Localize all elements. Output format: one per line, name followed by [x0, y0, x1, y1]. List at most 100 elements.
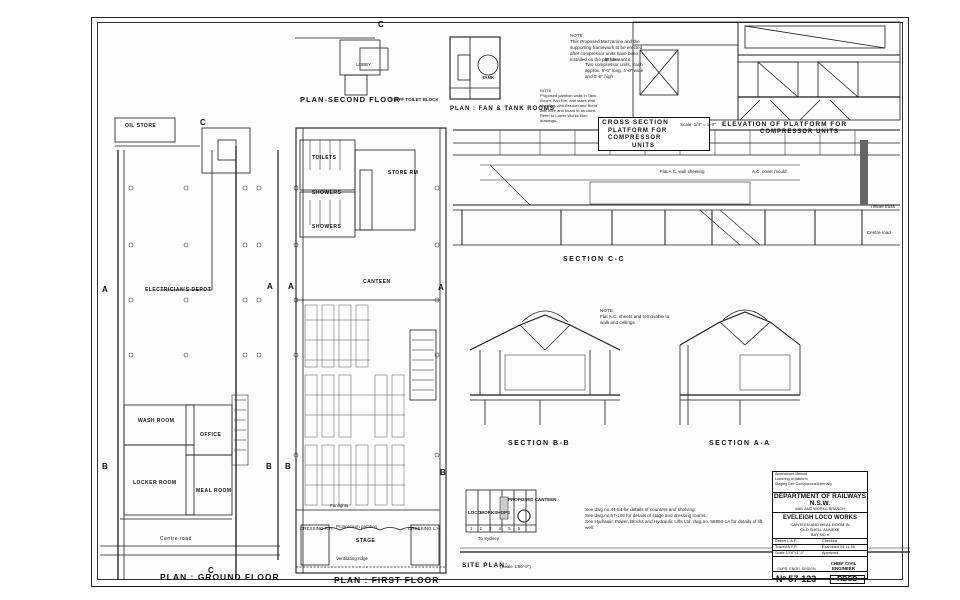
site-loco-label: LOCO [468, 510, 481, 515]
section-marker-b-first: B [285, 462, 292, 471]
plan-ground-floor-label: PLAN : GROUND FLOOR [160, 572, 280, 582]
scale-row: Scale 1/16"=1'-0" Approved [773, 551, 867, 557]
supr-engr-design: SUPR. ENGR. DESIGN [777, 567, 816, 571]
examined-date: 24-11-56 [839, 545, 855, 549]
chief-civil-engineer: CHIEF CIVIL ENGINEER [830, 561, 857, 571]
units-label: UNITS [632, 143, 655, 149]
note-compressor-units: Two compressor units, Each approx. 8'-0"… [585, 62, 644, 79]
room-tank: TANK [482, 75, 495, 80]
section-bb-lines [469, 310, 621, 425]
staff-toilet-block-label: STAFF TOILET BLOCK [390, 97, 439, 102]
ground-floor-plan-lines [100, 117, 280, 580]
scale-value: 1/16"=1'-0" [785, 551, 805, 555]
checked-label: Checked [822, 539, 837, 543]
department-name: DEPARTMENT OF RAILWAYS N.S.W. [774, 493, 866, 507]
drawing-number: Nº 57-123 [776, 574, 817, 584]
cross-section-label: CROSS SECTION [602, 119, 669, 126]
plan-fan-tank-rooms-label: PLAN : FAN & TANK ROOMS [450, 106, 555, 112]
section-marker-b-right: B [440, 468, 447, 477]
platform-for-label: PLATFORM FOR [608, 128, 668, 134]
label-flat-ac-sheeting: Flat A.C. wall sheeting [660, 169, 705, 174]
branch-name: WAY AND WORKS BRANCH [773, 507, 867, 513]
site-plan-lines [460, 489, 910, 553]
revision-table: Amendment Memos Lowering of platform Sta… [773, 472, 867, 493]
site-workshops-label: WORKSHOPS [480, 510, 511, 515]
compressor-label: COMPRESSOR [608, 135, 662, 141]
label-centre-road-ground: Centre road [160, 536, 192, 542]
note-clearance: 8" clearance [605, 57, 631, 62]
section-cc-label: SECTION C-C [563, 256, 625, 263]
traced-value: A.F.R. [787, 545, 798, 549]
site-proposed-canteen-label: PROPOSED CANTEEN [508, 497, 557, 502]
room-showers-1: SHOWERS [312, 190, 342, 196]
room-electricians-depot: ELECTRICIAN'S DEPOT [145, 287, 212, 293]
approved-label: Approved [822, 551, 839, 555]
drawn-label: Drawn [775, 539, 786, 543]
section-bb-label: SECTION B-B [508, 440, 570, 447]
drawing-inner-border [97, 22, 903, 580]
first-floor-plan-lines [293, 127, 447, 574]
description-line-3: BAY NO 6 [810, 532, 830, 537]
plan-first-floor-label: PLAN : FIRST FLOOR [334, 575, 440, 585]
room-oil-store: OIL STORE [125, 123, 157, 129]
drawing-number-row: Nº 57-123 RBCD [773, 572, 867, 586]
section-marker-a-mid: A [267, 282, 274, 291]
room-lobby: LOBBY [356, 62, 372, 67]
label-timber-truss: Timber truss [870, 204, 895, 209]
room-toilets: TOILETS [312, 155, 337, 161]
signature-row: SUPR. ENGR. DESIGN CHIEF CIVIL ENGINEER [773, 557, 867, 572]
section-aa-label: SECTION A-A [709, 440, 771, 447]
scale-label: Scale [775, 551, 785, 555]
upper-plan-lines [295, 36, 501, 100]
section-marker-c-ground: C [200, 118, 207, 127]
room-dressing-left: DRESSING R.H. [300, 526, 334, 531]
title-block: Amendment Memos Lowering of platform Sta… [772, 471, 868, 584]
elevation-platform-label: ELEVATION OF PLATFORM FOR [722, 121, 848, 128]
note-compressor-mezzanine: NOTE This Proposed Mezzanine and the sup… [570, 33, 643, 62]
note-section-ac-sheets: NOTE: Flat A.C. sheets and removable to … [600, 308, 670, 325]
revision-row: Staging Dec Conspicuous/Internally [775, 482, 832, 486]
note-partition-walls: NOTE Proposed partition walls in Tank Ro… [540, 88, 597, 123]
section-marker-c-bottom: C [208, 566, 215, 575]
description-line-1: CANTEEN AND MEAL ROOM IN [790, 522, 850, 527]
room-store-rm: STORE RM [388, 170, 419, 176]
room-office: OFFICE [200, 432, 222, 438]
room-locker-room: LOCKER ROOM [133, 480, 177, 486]
section-marker-a-right: A [438, 283, 445, 292]
section-marker-b-left: B [102, 462, 109, 471]
traced-label: Traced [775, 545, 787, 549]
label-proscenium: Proscenium partition [336, 524, 378, 529]
site-plan-label: SITE PLAN: [462, 562, 509, 569]
label-ac-cover-mould: A.C. cover mould [752, 169, 787, 174]
plan-second-floor-label: PLAN-SECOND FLOOR [300, 95, 401, 104]
section-aa-lines [679, 309, 801, 425]
room-stage: STAGE [356, 538, 376, 544]
section-marker-a-first: A [288, 282, 295, 291]
revision-row: Amendment Memos [775, 472, 808, 476]
section-marker-a-left: A [102, 285, 109, 294]
section-marker-b-mid: B [266, 462, 273, 471]
note-drawing-references: See dwg.no.44-54 for details of counters… [585, 507, 763, 530]
cross-section-scale: Scale: 1/4" = 1'-0" [680, 122, 716, 127]
traced-row: Traced A.F.R. Examined 24-11-56 [773, 545, 867, 551]
label-centre-road-section: Centre road [867, 230, 891, 235]
cross-section-platform-title-box [598, 117, 710, 151]
site-bay-number-1: 123456 [470, 526, 528, 531]
section-marker-c-top: C [378, 20, 385, 29]
room-canteen: CANTEEN [363, 279, 391, 285]
room-wash-room: WASH ROOM [138, 418, 175, 424]
label-ventilating-ridge: Ventilating ridge [336, 556, 369, 561]
compressor-platform-lines [632, 21, 901, 121]
room-showers-2: SHOWERS [312, 224, 342, 230]
revision-row: Lowering of platform [775, 477, 808, 481]
examined-label: Examined [822, 545, 839, 549]
compressor-units-label: COMPRESSOR UNITS [760, 129, 840, 135]
site-to-sydney-label: To Sydney [478, 536, 500, 541]
project-title: EVELEIGH LOCO WORKS [782, 515, 857, 521]
room-dressing-right: DRESSING L.H. [408, 526, 442, 531]
description-line-2: OLD SHELL ANNEXE [800, 527, 840, 532]
project-description: CANTEEN AND MEAL ROOM IN OLD SHELL ANNEX… [773, 522, 867, 539]
drawn-row: Drawn L.A.F. Checked [773, 539, 867, 545]
drawn-value: L.A.F. [787, 539, 797, 543]
